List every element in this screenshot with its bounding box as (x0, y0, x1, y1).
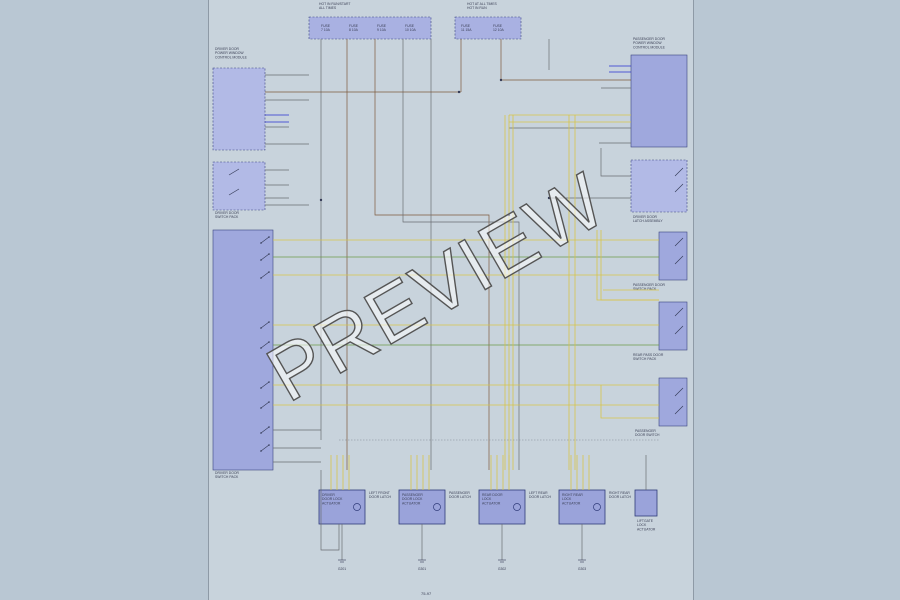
right-switch-2 (658, 301, 688, 351)
switch-symbol (674, 237, 684, 247)
switch-contact (268, 444, 270, 446)
ground-label: G302 (498, 567, 506, 571)
switch-contact (268, 236, 270, 238)
switch-contact (260, 242, 262, 244)
switch-contact (260, 277, 262, 279)
wire (600, 385, 659, 419)
wire (320, 470, 340, 551)
fuse-block-left (308, 16, 432, 40)
right-switch-3 (658, 377, 688, 427)
switch-symbol (228, 188, 240, 196)
splice-dot (547, 196, 551, 200)
switch-contact (260, 432, 262, 434)
switch-contact (260, 450, 262, 452)
splice-dot (507, 213, 511, 217)
switch-contact (268, 253, 270, 255)
motor-symbol (433, 503, 441, 511)
switch-contact (260, 387, 262, 389)
switch-symbol (260, 253, 270, 261)
switch-symbol (674, 307, 684, 317)
page-number: 75-97 (421, 591, 432, 596)
switch-symbol (228, 168, 240, 176)
wire (374, 200, 490, 470)
switch-contact (268, 271, 270, 273)
wire (402, 210, 520, 470)
left-switch-module (212, 161, 266, 211)
motor-symbol (353, 503, 361, 511)
switch-contact (260, 347, 262, 349)
switch-symbol (260, 381, 270, 389)
motor-symbol (593, 503, 601, 511)
right-top-module (630, 54, 688, 148)
left-top-module (212, 67, 266, 151)
switch-symbol (260, 426, 270, 434)
switch-symbol (674, 387, 684, 397)
lock-actuator (558, 489, 606, 525)
splice-dot (457, 90, 461, 94)
switch-contact (268, 381, 270, 383)
lock-actuator (318, 489, 366, 525)
switch-symbol (260, 444, 270, 452)
ground-label: G301 (418, 567, 426, 571)
right-mid-module (630, 159, 688, 213)
switch-contact (268, 426, 270, 428)
switch-contact (268, 321, 270, 323)
switch-contact (268, 401, 270, 403)
switch-symbol (260, 236, 270, 244)
switch-symbol (674, 405, 684, 415)
switch-contact (260, 327, 262, 329)
wire (600, 148, 631, 177)
switch-symbol (260, 341, 270, 349)
bus-wire (600, 230, 659, 301)
switch-symbol (674, 255, 684, 265)
switch-symbol (674, 167, 684, 177)
lock-actuator (478, 489, 526, 525)
splice-dot (319, 198, 323, 202)
switch-symbol (674, 183, 684, 193)
liftgate-actuator (634, 489, 658, 517)
switch-contact (268, 341, 270, 343)
ground-label: G303 (578, 567, 586, 571)
right-switch-1 (658, 231, 688, 281)
fuse-block-right (454, 16, 522, 40)
ground-label: G201 (338, 567, 346, 571)
left-big-module (212, 229, 274, 471)
splice-dot (499, 78, 503, 82)
switch-contact (260, 407, 262, 409)
switch-symbol (260, 321, 270, 329)
switch-symbol (674, 325, 684, 335)
switch-contact (260, 259, 262, 261)
switch-symbol (260, 401, 270, 409)
switch-symbol (260, 271, 270, 279)
motor-symbol (513, 503, 521, 511)
